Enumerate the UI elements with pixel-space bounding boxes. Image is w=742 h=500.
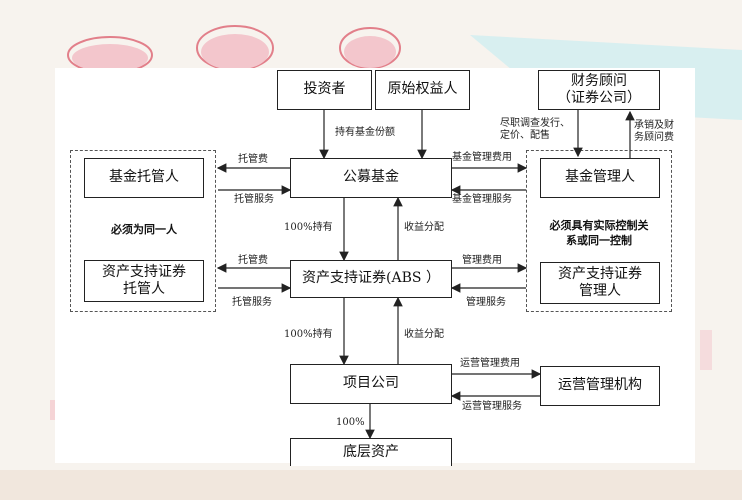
abs-label: 资产支持证券(ABS ） xyxy=(302,270,440,287)
project-company-box: 项目公司 xyxy=(290,364,452,404)
custody-fee-label-1: 托管费 xyxy=(238,154,268,165)
manager-group xyxy=(526,150,672,312)
underlying-asset-box: 底层资产 xyxy=(290,438,452,466)
abs-box: 资产支持证券(ABS ） xyxy=(290,260,452,298)
abs-custodian-label: 资产支持证券 托管人 xyxy=(102,263,186,298)
originator-label: 原始权益人 xyxy=(387,81,458,98)
custody-fee-label-2: 托管费 xyxy=(238,255,268,266)
project-company-label: 项目公司 xyxy=(343,375,399,392)
fund-custodian-box: 基金托管人 xyxy=(84,158,204,198)
controlled-note: 必须具有实际控制关 系或同一控制 xyxy=(549,219,649,248)
due-diligence-label: 尽职调查发行、 定价、配售 xyxy=(500,118,570,141)
operator-box: 运营管理机构 xyxy=(540,366,660,406)
investor-box: 投资者 xyxy=(277,70,372,110)
abs-custodian-box: 资产支持证券 托管人 xyxy=(84,260,204,302)
fund-mgmt-service-label: 基金管理服务 xyxy=(452,194,512,205)
ops-mgmt-service-label: 运营管理服务 xyxy=(462,401,522,412)
fund-custodian-label: 基金托管人 xyxy=(109,169,179,186)
hold-fund-units-label: 持有基金份额 xyxy=(335,127,395,138)
ops-mgmt-fee-label: 运营管理费用 xyxy=(460,358,520,369)
underwriting-fee-label: 承销及财 务顾问费 xyxy=(634,120,674,143)
fund-mgmt-fee-label: 基金管理费用 xyxy=(452,152,512,163)
public-fund-box: 公募基金 xyxy=(290,158,452,198)
income-dist-label-1: 收益分配 xyxy=(404,222,444,233)
originator-box: 原始权益人 xyxy=(375,70,470,110)
mgmt-fee-label: 管理费用 xyxy=(462,255,502,266)
public-fund-label: 公募基金 xyxy=(343,169,399,186)
investor-label: 投资者 xyxy=(303,81,346,98)
same-entity-note: 必须为同一人 xyxy=(111,223,177,236)
hold-100-label-2: 100%持有 xyxy=(284,329,333,340)
operator-label: 运营管理机构 xyxy=(558,377,642,394)
pct-100-label: 100% xyxy=(336,417,365,428)
financial-advisor-box: 财务顾问 （证券公司） xyxy=(538,70,660,110)
abs-manager-label: 资产支持证券 管理人 xyxy=(558,265,642,300)
abs-manager-box: 资产支持证券 管理人 xyxy=(540,262,660,304)
fund-manager-box: 基金管理人 xyxy=(540,158,660,198)
fund-manager-label: 基金管理人 xyxy=(565,169,635,186)
hold-100-label-1: 100%持有 xyxy=(284,222,333,233)
custody-service-label-2: 托管服务 xyxy=(232,297,272,308)
underlying-asset-label: 底层资产 xyxy=(343,443,399,460)
custody-service-label-1: 托管服务 xyxy=(234,194,274,205)
income-dist-label-2: 收益分配 xyxy=(404,329,444,340)
mgmt-service-label: 管理服务 xyxy=(466,297,506,308)
financial-advisor-label: 财务顾问 （证券公司） xyxy=(557,72,641,107)
custodian-group xyxy=(70,150,216,312)
